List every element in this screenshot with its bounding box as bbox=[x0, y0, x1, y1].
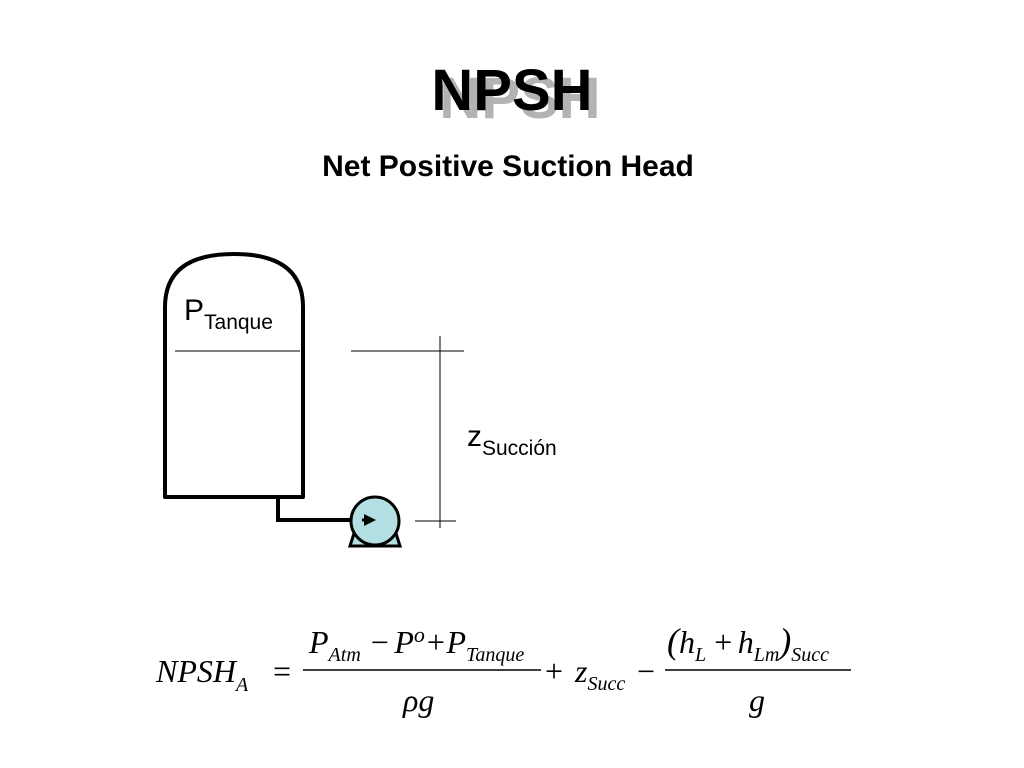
minus-sign: − bbox=[637, 653, 655, 689]
denominator-rho-g: ρg bbox=[402, 682, 434, 718]
height-label: zSucción bbox=[467, 420, 557, 460]
equals-sign: = bbox=[273, 653, 291, 689]
pump-icon bbox=[347, 495, 403, 548]
plus-sign: + bbox=[545, 653, 563, 689]
title-block: NPSH NPSH bbox=[0, 58, 1024, 138]
tank-pressure-label: PTanque bbox=[184, 294, 273, 334]
tank bbox=[163, 252, 305, 499]
z-succ-term: zSucc bbox=[574, 653, 625, 695]
equation-lhs: NPSHA bbox=[155, 653, 249, 696]
page-title: NPSH bbox=[431, 58, 593, 123]
tank-outline bbox=[163, 252, 305, 499]
suction-pipe bbox=[276, 497, 362, 522]
numerator-head-losses: (hL+hLm)Succ bbox=[667, 621, 829, 666]
pump-body bbox=[349, 495, 401, 547]
numerator-pressure-terms: PAtm−Po+PTanque bbox=[308, 622, 524, 666]
height-dimension bbox=[351, 336, 464, 528]
npsh-equation: NPSHA = PAtm−Po+PTanque ρg + zSucc − (hL… bbox=[155, 621, 851, 718]
denominator-g: g bbox=[749, 682, 765, 718]
page-subtitle: Net Positive Suction Head bbox=[322, 150, 694, 183]
title-shadow: NPSH bbox=[439, 66, 601, 131]
